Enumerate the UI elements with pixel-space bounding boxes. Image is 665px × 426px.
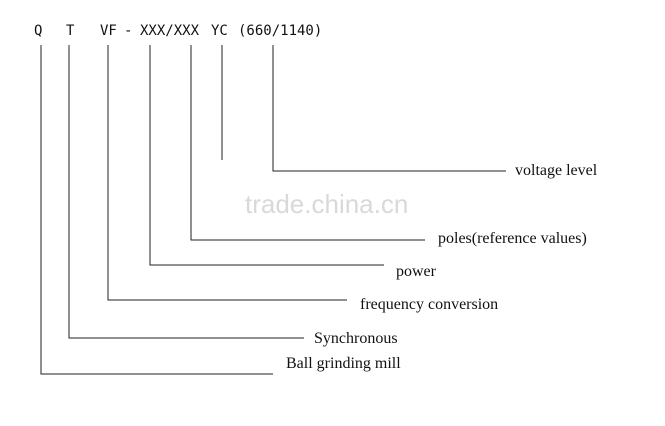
label-synchronous: Synchronous bbox=[314, 330, 398, 347]
leader-power bbox=[149, 45, 384, 266]
code-voltage: (660/1140) bbox=[238, 23, 322, 39]
watermark: trade.china.cn bbox=[245, 189, 408, 219]
leader-ball-mill bbox=[40, 45, 273, 375]
code-xxx: XXX/XXX bbox=[140, 23, 200, 39]
code-dash: - bbox=[124, 23, 132, 39]
label-poles: poles(reference values) bbox=[438, 230, 587, 247]
code-vf: VF bbox=[100, 23, 117, 39]
label-voltage-level: voltage level bbox=[515, 162, 598, 179]
leader-synchronous bbox=[68, 45, 304, 339]
leader-poles bbox=[190, 45, 425, 241]
code-t: T bbox=[66, 23, 75, 39]
code-yc: YC bbox=[211, 23, 228, 39]
label-power: power bbox=[396, 263, 437, 280]
leader-frequency bbox=[107, 45, 347, 301]
leader-voltage bbox=[272, 45, 506, 172]
label-frequency: frequency conversion bbox=[360, 296, 498, 313]
label-ball-mill: Ball grinding mill bbox=[286, 355, 401, 372]
code-q: Q bbox=[34, 23, 42, 39]
